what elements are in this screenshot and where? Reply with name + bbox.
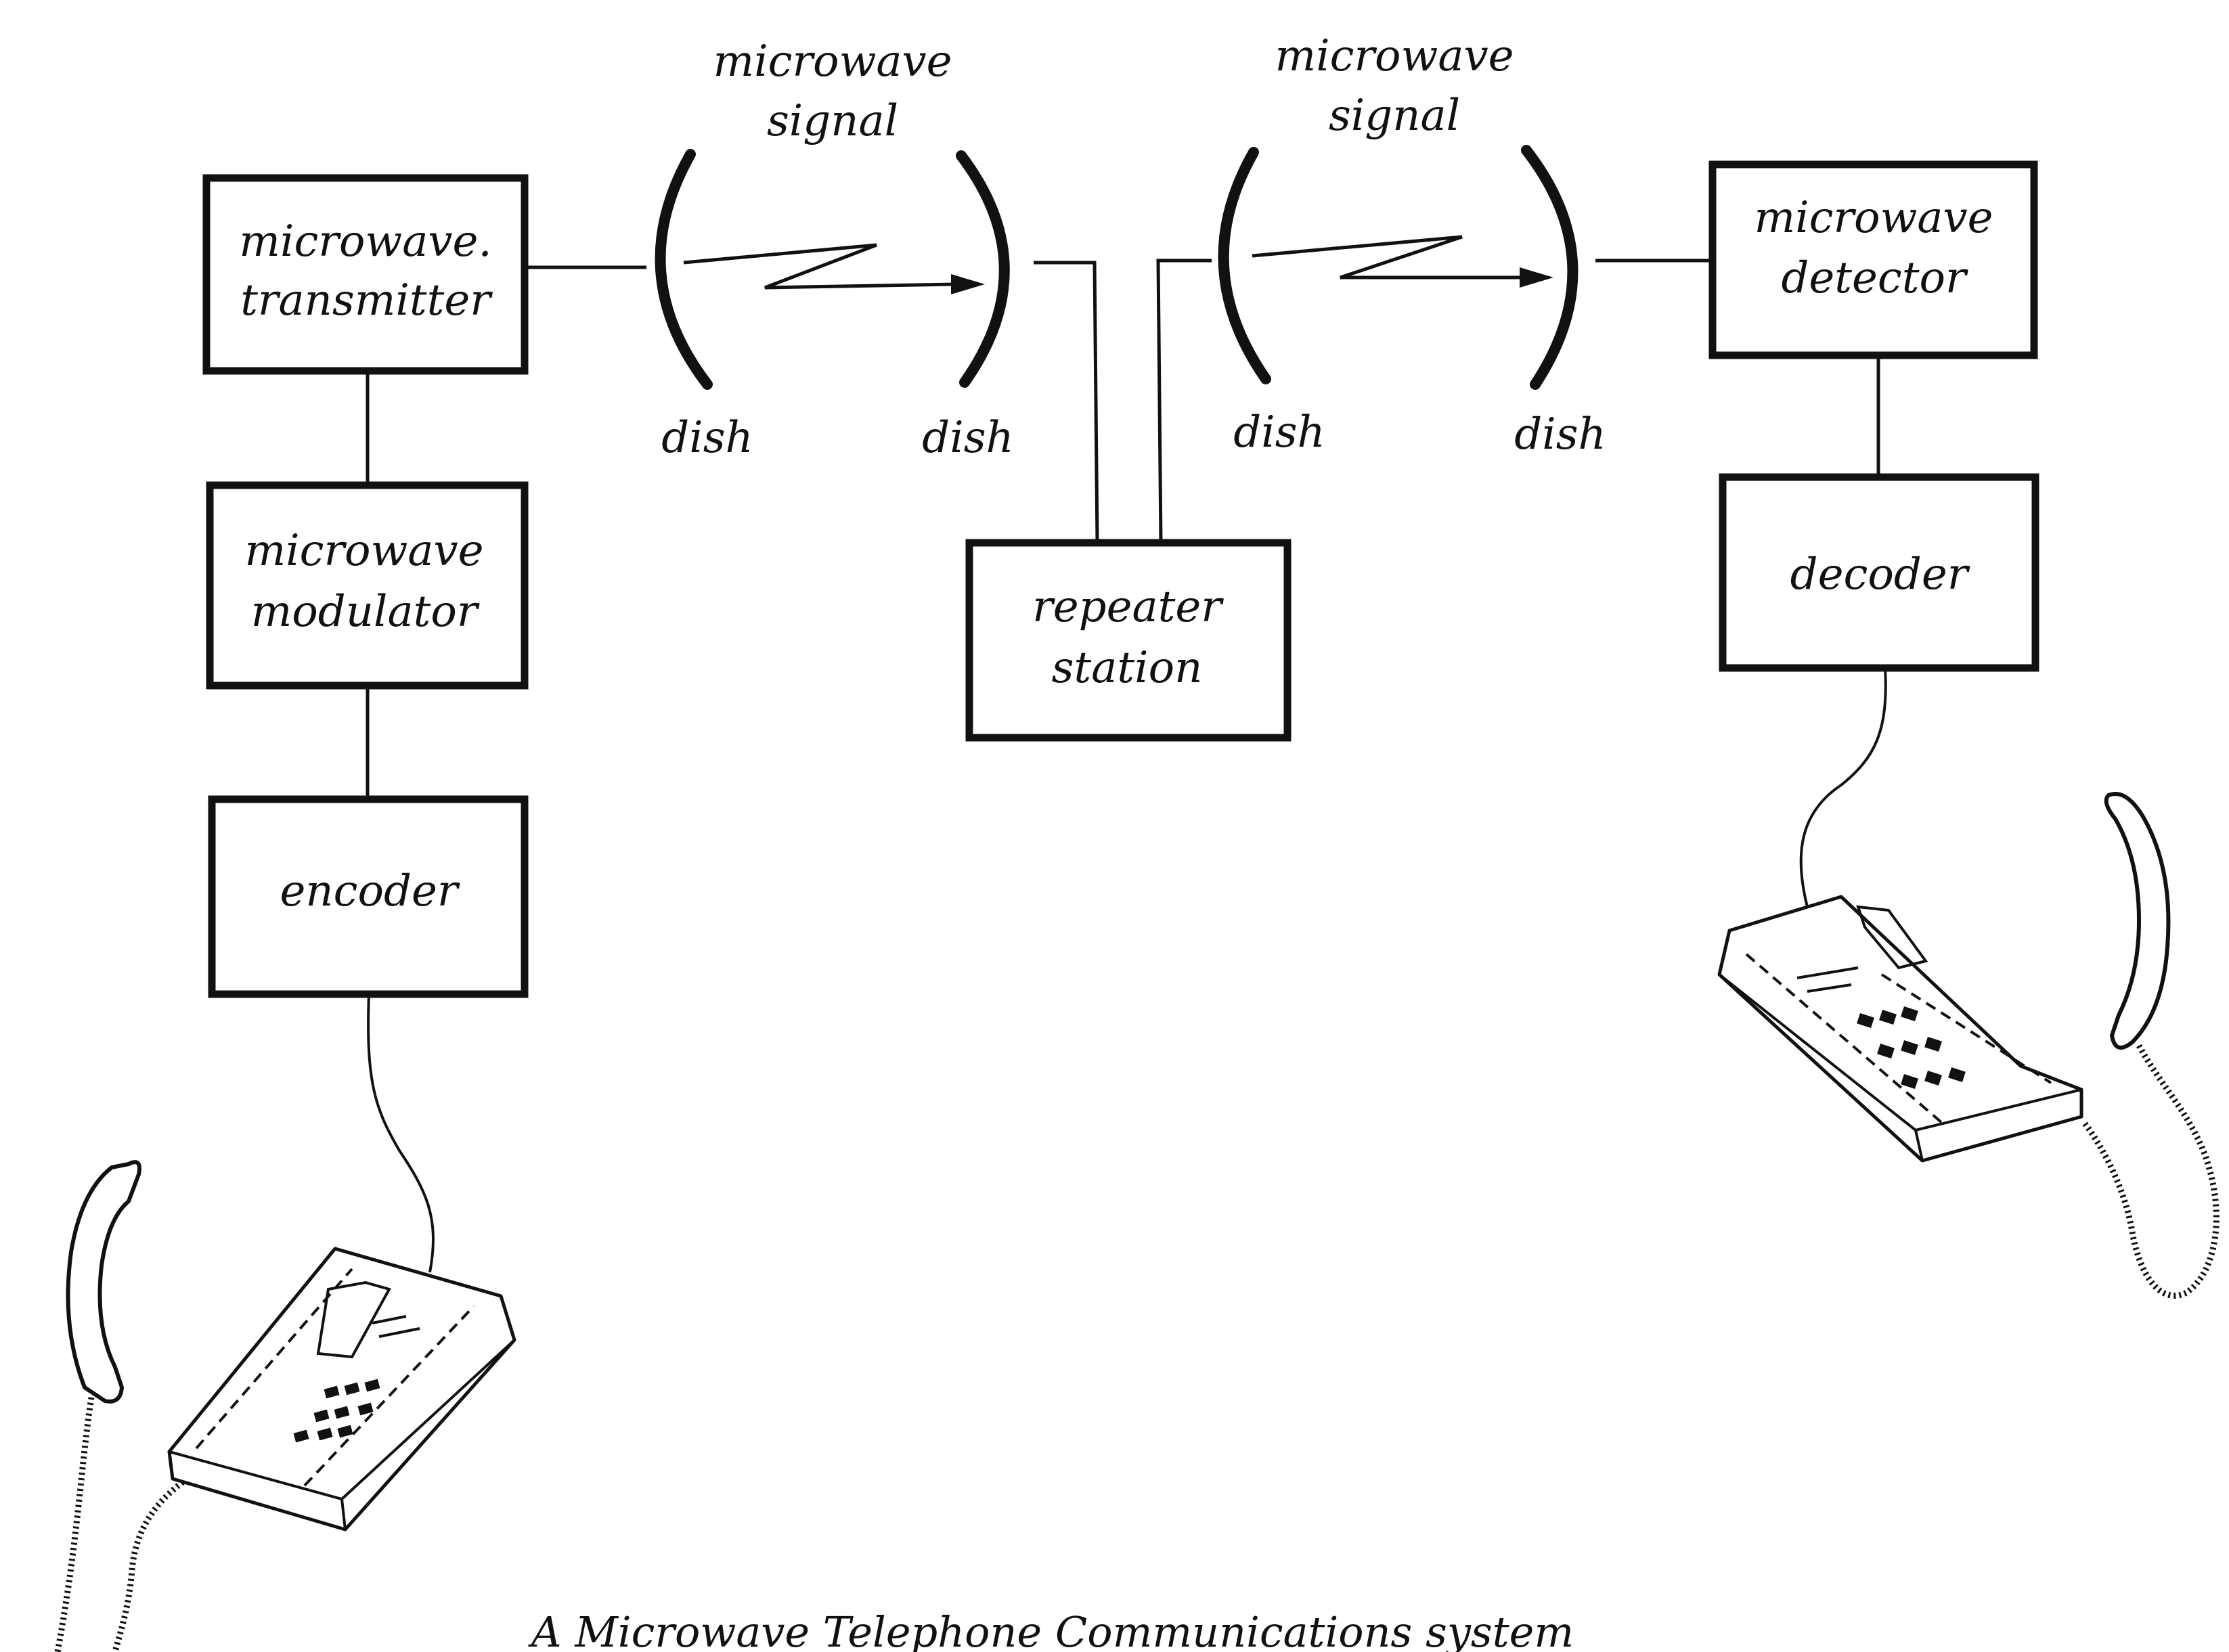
- telephone-right: [1717, 667, 2220, 1299]
- link1-dish-right-label: dish: [922, 413, 1014, 463]
- arrowhead-icon: [1520, 267, 1553, 288]
- telephone-right-coiled-cord: [2082, 1044, 2220, 1299]
- diagram-caption: A Microwave Telephone Communications sys…: [528, 1607, 1574, 1652]
- telephone-right-handset-icon: [2104, 792, 2171, 1050]
- dish-icon: [956, 150, 1010, 388]
- telephone-left-handset-icon: [66, 1160, 141, 1404]
- microwave-link-2: microwave signal dish dish: [1218, 31, 1606, 460]
- telephone-left-base-icon: [167, 1247, 516, 1532]
- connection-wires: [366, 259, 1880, 799]
- encoder-box: encoder: [208, 795, 529, 998]
- link1-signal-label-line1: microwave: [713, 37, 952, 87]
- microwave-link-1: microwave signal dish dish: [655, 37, 1014, 463]
- telephone-right-base-icon: [1717, 895, 2083, 1163]
- link1-signal-label-line2: signal: [767, 96, 898, 146]
- signal-zigzag-icon: [683, 243, 955, 290]
- arrowhead-icon: [951, 274, 985, 294]
- dish-icon: [1521, 145, 1579, 390]
- microwave-transmitter-box: microwave. transmitter: [202, 174, 529, 375]
- signal-zigzag-icon: [1252, 235, 1523, 280]
- microwave-detector-box: microwave detector: [1708, 160, 2038, 359]
- link2-signal-label-line1: microwave: [1275, 31, 1514, 81]
- modulator-label-line1: microwave: [244, 526, 483, 576]
- link2-signal-label-line2: signal: [1329, 91, 1460, 141]
- transmitter-label-line2: transmitter: [240, 275, 493, 326]
- telephone-left: [54, 994, 516, 1652]
- dish-icon: [1218, 147, 1271, 384]
- dish-icon: [655, 149, 713, 390]
- repeater-label-line2: station: [1052, 643, 1203, 693]
- link1-dish-left-label: dish: [661, 413, 753, 463]
- link2-dish-left-label: dish: [1233, 407, 1325, 457]
- encoder-label: encoder: [280, 866, 460, 916]
- transmitter-label-line1: microwave.: [239, 217, 491, 267]
- telephone-left-coiled-cord: [54, 1397, 185, 1652]
- decoder-box: decoder: [1719, 473, 2039, 672]
- detector-label-line2: detector: [1781, 253, 1968, 303]
- repeater-station-box: repeater station: [965, 539, 1292, 742]
- detector-label-line1: microwave: [1754, 193, 1993, 243]
- modulator-label-line2: modulator: [251, 587, 480, 637]
- link2-dish-right-label: dish: [1514, 409, 1606, 460]
- repeater-label-line1: repeater: [1032, 582, 1224, 632]
- microwave-modulator-box: microwave modulator: [206, 481, 529, 690]
- decoder-label: decoder: [1790, 550, 1970, 600]
